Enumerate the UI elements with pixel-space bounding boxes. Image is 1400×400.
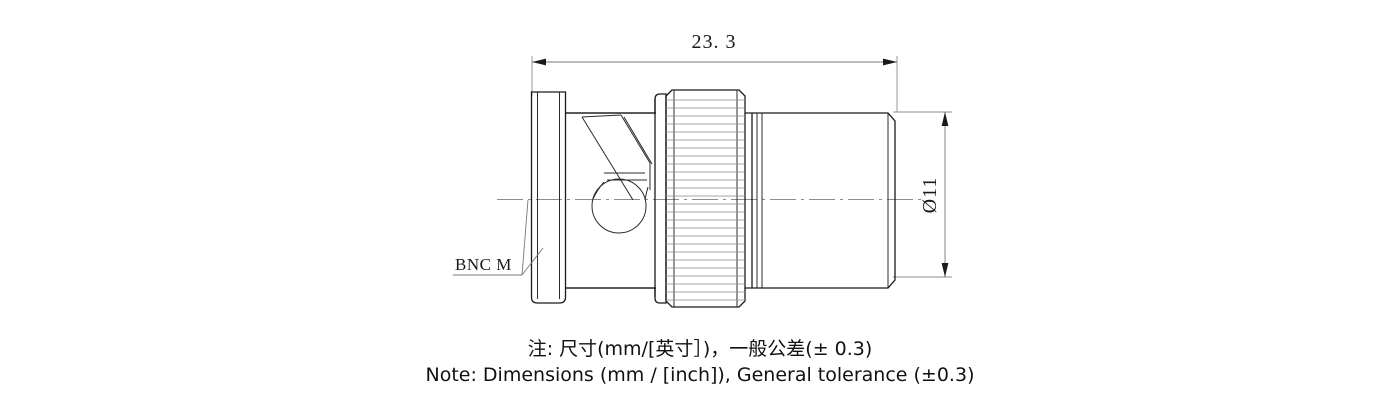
overall-length-dimension: 23. 3 (531, 31, 898, 112)
notes-block: 注: 尺寸(mm/[英寸］)，一般公差(± 0.3) Note: Dimensi… (0, 337, 1400, 388)
rear-step-shoulder (745, 112, 753, 289)
overall-length-value: 23. 3 (692, 31, 737, 53)
knurl-ridges (666, 99, 745, 301)
knurled-coupling-nut (665, 89, 746, 308)
bayonet-pin-hole (591, 178, 647, 234)
arrow-bottom-icon (941, 263, 949, 277)
note-english: Note: Dimensions (mm / [inch]), General … (425, 363, 975, 386)
callout-leader-to-flange (521, 199, 529, 276)
outer-diameter-dimension: Ø11 (893, 111, 952, 278)
bayonet-slot-left-wall (581, 116, 634, 201)
flange-outline (530, 91, 567, 304)
knurl-nut-outline (665, 89, 746, 308)
pin-hole-blend-left (592, 181, 605, 200)
bayonet-slot-entry (581, 114, 622, 118)
rear-body-outline (752, 112, 896, 289)
bayonet-slot-right-wall-2 (623, 116, 653, 165)
bnc-male-callout: BNC M (453, 199, 544, 276)
mounting-flange (530, 91, 567, 304)
outer-diameter-value: Ø11 (919, 177, 941, 214)
barrel-outline (565, 99, 656, 297)
arrow-left-icon (532, 58, 546, 66)
note-chinese: 注: 尺寸(mm/[英寸］)，一般公差(± 0.3) (527, 338, 873, 360)
callout-label: BNC M (455, 255, 512, 274)
arrow-right-icon (883, 58, 897, 66)
bayonet-slot-right-wall (620, 114, 651, 190)
callout-leader (521, 247, 544, 276)
pin-hole-blend-right (644, 186, 649, 201)
coupling-collar (654, 93, 667, 304)
rear-body (745, 112, 896, 289)
collar-outline (654, 93, 667, 304)
bayonet-barrel (565, 99, 656, 297)
arrow-top-icon (941, 112, 949, 126)
